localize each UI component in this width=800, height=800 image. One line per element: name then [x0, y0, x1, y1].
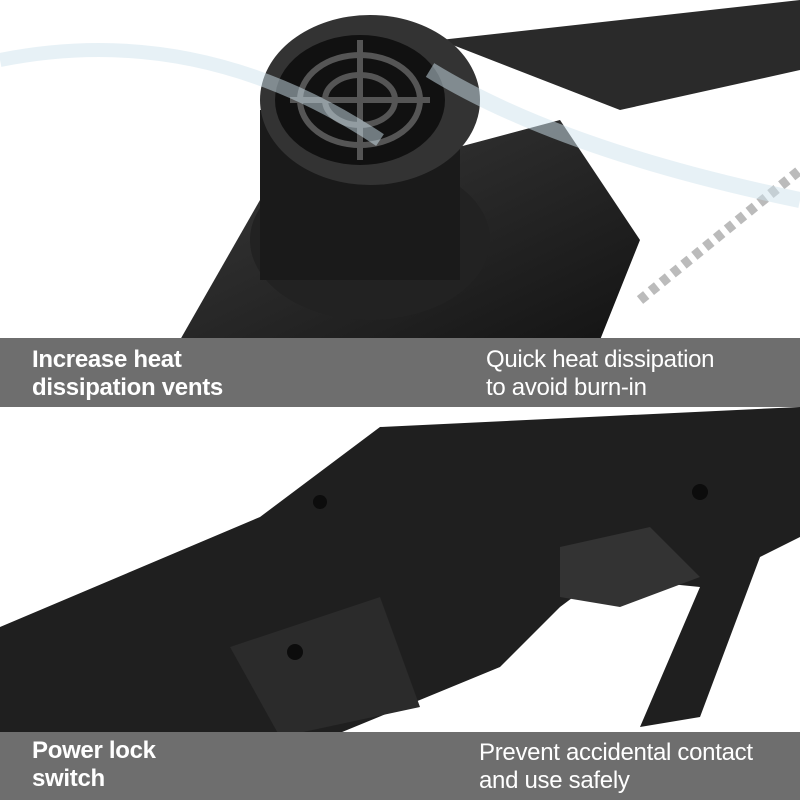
feature-title: Power lock switch [32, 737, 156, 793]
chainsaw-handle-illustration [0, 407, 800, 767]
heat-vent-caption-band: Increase heat dissipation vents Quick he… [0, 338, 800, 407]
feature-title-line: dissipation vents [32, 374, 223, 401]
feature-title-line: switch [32, 765, 105, 792]
feature-title-line: Increase heat [32, 346, 182, 373]
chainsaw-vent-illustration [0, 0, 800, 340]
feature-description-line: Quick heat dissipation [486, 346, 715, 373]
feature-description-line: and use safely [479, 767, 630, 794]
power-lock-caption-band: Power lock switch Prevent accidental con… [0, 732, 800, 800]
feature-title-line: Power lock [32, 737, 156, 764]
feature-description: Prevent accidental contact and use safel… [479, 739, 753, 795]
feature-description: Quick heat dissipation to avoid burn-in [486, 346, 715, 402]
feature-description-line: to avoid burn-in [486, 374, 647, 401]
feature-description-line: Prevent accidental contact [479, 739, 753, 766]
feature-title: Increase heat dissipation vents [32, 346, 223, 402]
